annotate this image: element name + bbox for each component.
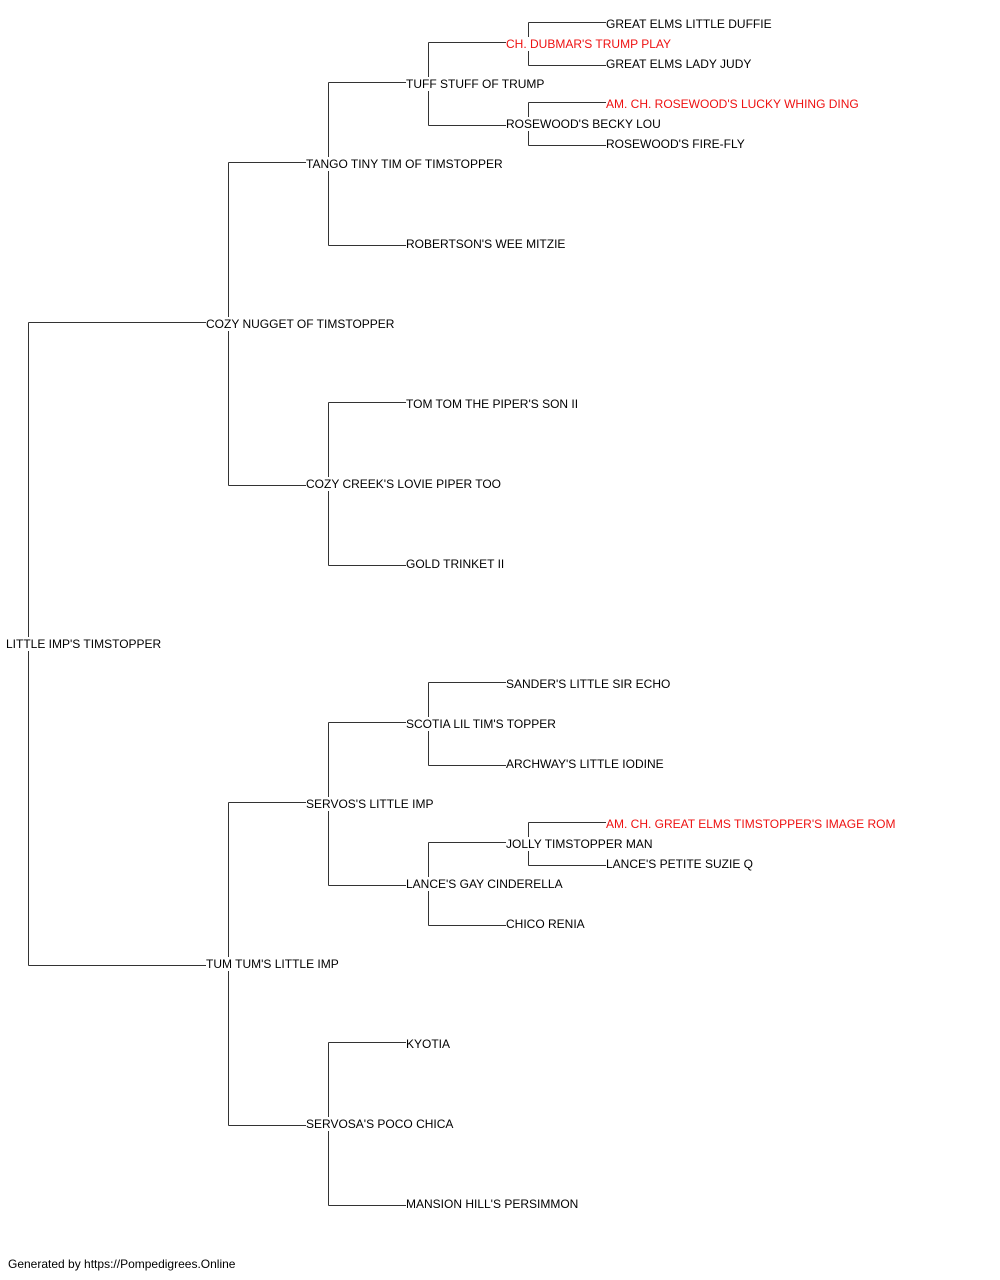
sire-sire-sire-dam-name: ROSEWOOD'S BECKY LOU	[506, 117, 663, 131]
great-elms-lady-judy-name: GREAT ELMS LADY JUDY	[606, 57, 754, 71]
sire-dam-name: COZY CREEK'S LOVIE PIPER TOO	[306, 477, 504, 491]
dam-dam-name: SERVOSA'S POCO CHICA	[306, 1117, 456, 1131]
dam-sire-sire-name: SCOTIA LIL TIM'S TOPPER	[406, 717, 558, 731]
sire-sire-sire-name: TUFF STUFF OF TRUMP	[406, 77, 547, 91]
dam-sire-sire-sire-name: SANDER'S LITTLE SIR ECHO	[506, 677, 673, 691]
rosewood-lucky-whing-ding-name: AM. CH. ROSEWOOD'S LUCKY WHING DING	[606, 97, 861, 111]
sire-name: COZY NUGGET OF TIMSTOPPER	[206, 317, 397, 331]
sire-sire-name: TANGO TINY TIM OF TIMSTOPPER	[306, 157, 505, 171]
great-elms-timstopper-image-rom-name: AM. CH. GREAT ELMS TIMSTOPPER'S IMAGE RO…	[606, 817, 898, 831]
sire-sire-dam-name: ROBERTSON'S WEE MITZIE	[406, 237, 568, 251]
sire-sire-sire-sire-name: CH. DUBMAR'S TRUMP PLAY	[506, 37, 673, 51]
great-elms-little-duffie-name: GREAT ELMS LITTLE DUFFIE	[606, 17, 774, 31]
lance-petite-suzie-q-name: LANCE'S PETITE SUZIE Q	[606, 857, 755, 871]
dam-sire-dam-dam-name: CHICO RENIA	[506, 917, 587, 931]
dam-sire-dam-name: LANCE'S GAY CINDERELLA	[406, 877, 565, 891]
dam-dam-sire-name: KYOTIA	[406, 1037, 453, 1051]
dam-sire-name: SERVOS'S LITTLE IMP	[306, 797, 436, 811]
dam-sire-dam-sire-name: JOLLY TIMSTOPPER MAN	[506, 837, 655, 851]
dam-sire-sire-dam-name: ARCHWAY'S LITTLE IODINE	[506, 757, 666, 771]
sire-dam-sire-name: TOM TOM THE PIPER'S SON II	[406, 397, 581, 411]
dam-name: TUM TUM'S LITTLE IMP	[206, 957, 341, 971]
dog-name: LITTLE IMP'S TIMSTOPPER	[6, 637, 164, 651]
sire-dam-dam-name: GOLD TRINKET II	[406, 557, 507, 571]
rosewood-fire-fly-name: ROSEWOOD'S FIRE-FLY	[606, 137, 747, 151]
generated-by-footer: Generated by https://Pompedigrees.Online	[8, 1257, 236, 1271]
dam-dam-dam-name: MANSION HILL'S PERSIMMON	[406, 1197, 581, 1211]
